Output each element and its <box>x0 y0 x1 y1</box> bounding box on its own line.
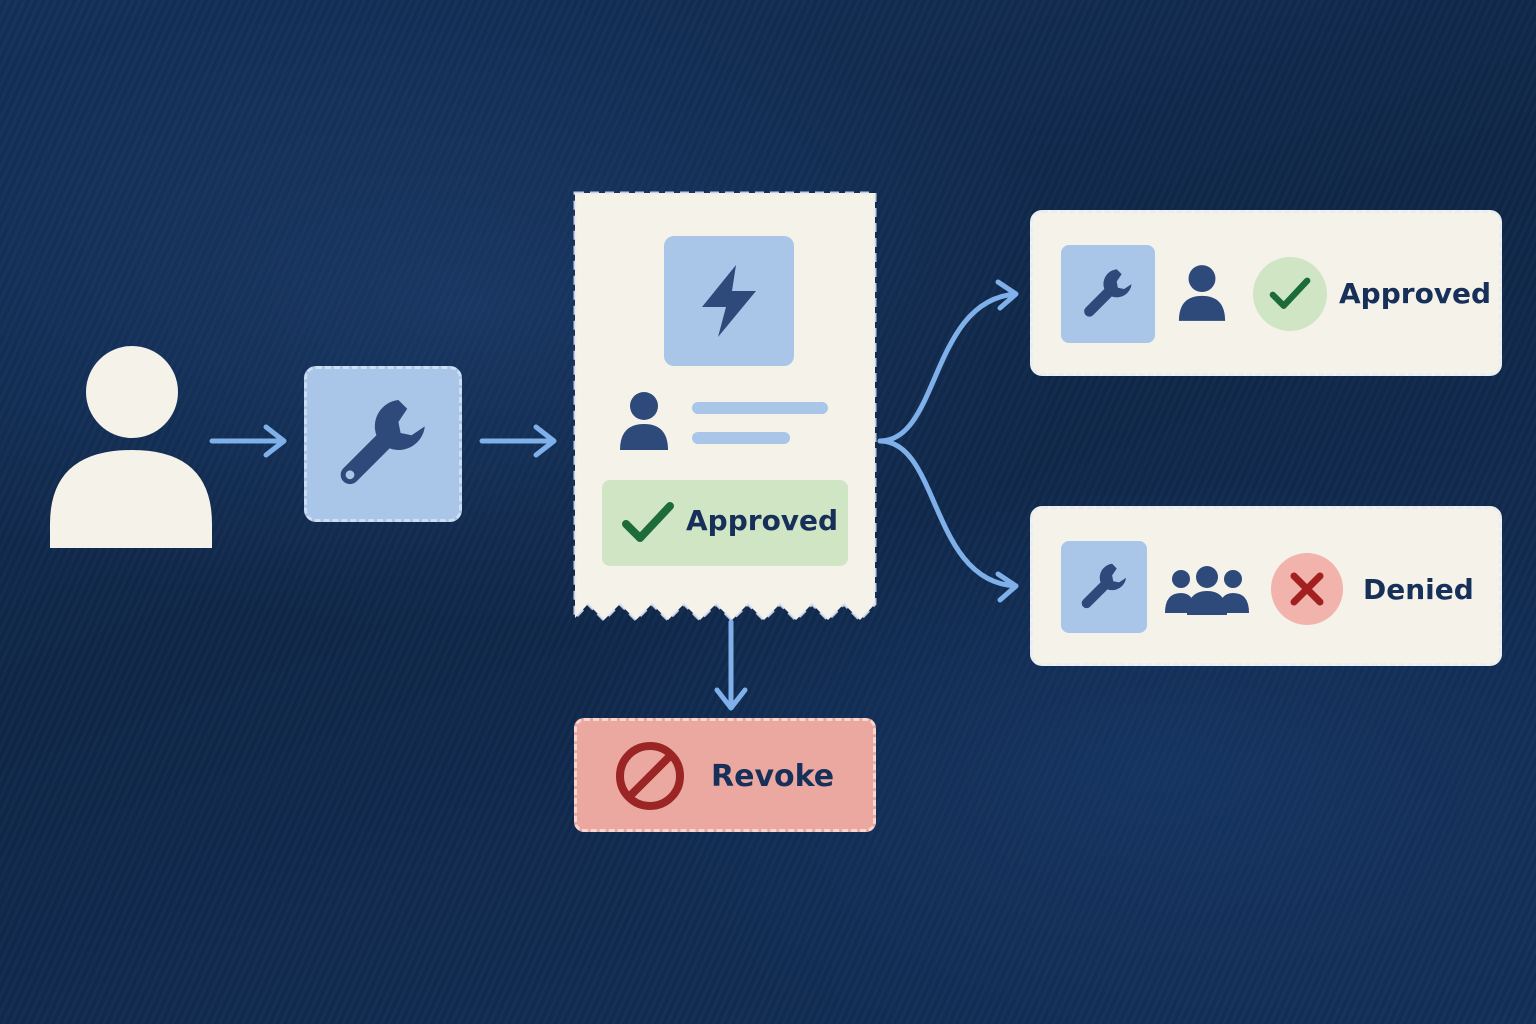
wrench-icon <box>340 400 425 485</box>
x-badge <box>1271 553 1343 625</box>
arrow-card-to-revoke <box>714 619 748 711</box>
outcome-denied-label: Denied <box>1363 573 1474 606</box>
requester-row <box>618 390 838 454</box>
user-icon <box>1178 265 1226 321</box>
status-label: Approved <box>686 504 839 537</box>
wrench-icon <box>1084 269 1132 317</box>
detail-line <box>692 432 790 444</box>
x-icon <box>1290 572 1324 606</box>
outcome-approved-card: Approved <box>1030 210 1502 376</box>
user-figure <box>46 344 216 552</box>
lightning-tile <box>664 236 794 366</box>
revoke-button[interactable]: Revoke <box>574 718 876 832</box>
detail-line <box>692 402 828 414</box>
request-card: Approved <box>572 190 878 626</box>
arrow-user-to-tool <box>209 424 287 458</box>
group-icon <box>1165 566 1249 615</box>
user-icon <box>50 346 212 548</box>
revoke-label: Revoke <box>711 759 835 794</box>
status-badge-approved: Approved <box>602 480 848 566</box>
check-icon <box>622 502 674 542</box>
tool-tile[interactable] <box>304 366 462 522</box>
lightning-icon <box>702 265 756 337</box>
ban-icon <box>616 742 684 810</box>
branch-to-denied <box>877 438 1019 603</box>
user-icon <box>620 392 668 450</box>
wrench-icon <box>1081 563 1127 609</box>
outcome-denied-card: Denied <box>1030 506 1502 666</box>
tool-tile <box>1061 541 1147 633</box>
branch-to-approved <box>877 279 1019 444</box>
arrow-tool-to-card <box>479 424 557 458</box>
check-icon <box>1269 277 1311 309</box>
tool-tile <box>1061 245 1155 343</box>
check-badge <box>1253 257 1327 331</box>
outcome-approved-label: Approved <box>1339 277 1492 310</box>
